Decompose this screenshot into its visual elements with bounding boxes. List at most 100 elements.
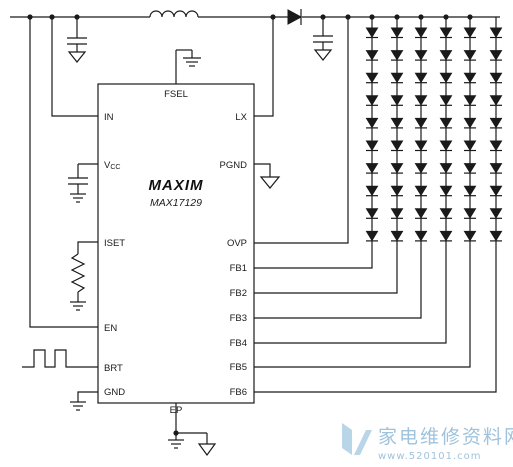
pin-label-fb4: FB4: [230, 338, 247, 349]
led-icon: [365, 95, 379, 106]
watermark-url: www.520101.com: [378, 451, 482, 462]
led-icon: [414, 140, 428, 151]
led-icon: [463, 163, 477, 174]
iset-resistor: [70, 241, 98, 311]
led-icon: [489, 230, 503, 242]
in-wire: [51, 17, 98, 117]
led-icon: [463, 185, 477, 197]
led-icon: [463, 50, 477, 61]
pin-label-gnd: GND: [104, 387, 125, 398]
pin-label-lx: LX: [235, 112, 247, 123]
led-icon: [365, 140, 379, 151]
pin-label-iset: ISET: [104, 238, 125, 249]
pin-label-fb5: FB5: [230, 362, 247, 373]
led-icon: [365, 185, 379, 197]
gnd-ground: [70, 391, 98, 411]
diode-symbol: [287, 9, 303, 25]
led-icon: [489, 117, 503, 129]
led-icon: [489, 95, 503, 106]
pin-label-brt: BRT: [104, 363, 123, 374]
led-icon: [390, 27, 404, 38]
led-icon: [414, 117, 428, 129]
pin-label-fsel: FSEL: [164, 89, 188, 100]
led-icon: [463, 72, 477, 84]
led-icon: [390, 185, 404, 197]
led-icon: [365, 72, 379, 84]
led-icon: [489, 27, 503, 38]
pin-label-fb2: FB2: [230, 288, 247, 299]
led-icon: [390, 208, 404, 219]
feedback-wires: [254, 237, 497, 393]
ep-ground: [168, 403, 217, 457]
led-icon: [489, 140, 503, 151]
led-icon: [489, 185, 503, 197]
led-icon: [390, 117, 404, 129]
led-icon: [414, 50, 428, 61]
watermark-logo-icon: [342, 423, 372, 455]
led-icon: [463, 117, 477, 129]
led-icon: [489, 72, 503, 84]
led-icon: [439, 185, 453, 197]
led-icon: [463, 140, 477, 151]
led-array: [365, 17, 503, 242]
led-icon: [414, 27, 428, 38]
watermark-text: 家电维修资料网: [378, 426, 513, 448]
fsel-ground: [175, 49, 201, 84]
pin-label-ovp: OVP: [227, 238, 247, 249]
led-icon: [390, 230, 404, 242]
pin-label-ep: EP: [170, 405, 183, 416]
led-icon: [439, 95, 453, 106]
pin-label-en: EN: [104, 323, 117, 334]
led-icon: [439, 50, 453, 61]
led-icon: [463, 230, 477, 242]
led-icon: [439, 230, 453, 242]
pin-label-fb1: FB1: [230, 263, 247, 274]
led-icon: [439, 117, 453, 129]
led-icon: [489, 50, 503, 61]
led-icon: [365, 50, 379, 61]
pin-label-vcc: VCC: [104, 160, 120, 171]
brt-pwm-signal: [22, 349, 98, 368]
ovp-wire: [254, 17, 349, 244]
led-icon: [365, 117, 379, 129]
led-icon: [365, 208, 379, 219]
led-icon: [390, 95, 404, 106]
led-icon: [463, 208, 477, 219]
en-wire: [29, 17, 98, 328]
led-icon: [414, 208, 428, 219]
led-icon: [390, 72, 404, 84]
led-icon: [414, 72, 428, 84]
led-icon: [439, 208, 453, 219]
led-icon: [414, 95, 428, 106]
vcc-capacitor: [68, 163, 98, 203]
pin-label-fb3: FB3: [230, 313, 247, 324]
pgnd-ground: [254, 163, 281, 189]
led-icon: [489, 208, 503, 219]
led-icon: [463, 27, 477, 38]
pin-label-in: IN: [104, 112, 114, 123]
inductor-symbol: [149, 10, 199, 18]
led-icon: [463, 95, 477, 106]
led-icon: [439, 140, 453, 151]
maxim-logo: MAXIM: [149, 177, 204, 194]
led-icon: [365, 163, 379, 174]
led-icon: [414, 230, 428, 242]
watermark: 家电维修资料网 www.520101.com: [342, 423, 513, 462]
led-icon: [439, 27, 453, 38]
led-icon: [414, 185, 428, 197]
pin-label-pgnd: PGND: [220, 160, 248, 171]
led-icon: [414, 163, 428, 174]
led-icon: [365, 27, 379, 38]
input-capacitor: [67, 17, 87, 63]
led-icon: [390, 163, 404, 174]
led-icon: [489, 163, 503, 174]
output-capacitor: [313, 17, 333, 61]
led-icon: [439, 163, 453, 174]
top-rail: [10, 14, 500, 20]
pin-label-fb6: FB6: [230, 387, 247, 398]
part-number: MAX17129: [150, 197, 202, 209]
lx-wire: [254, 17, 274, 117]
led-icon: [390, 140, 404, 151]
